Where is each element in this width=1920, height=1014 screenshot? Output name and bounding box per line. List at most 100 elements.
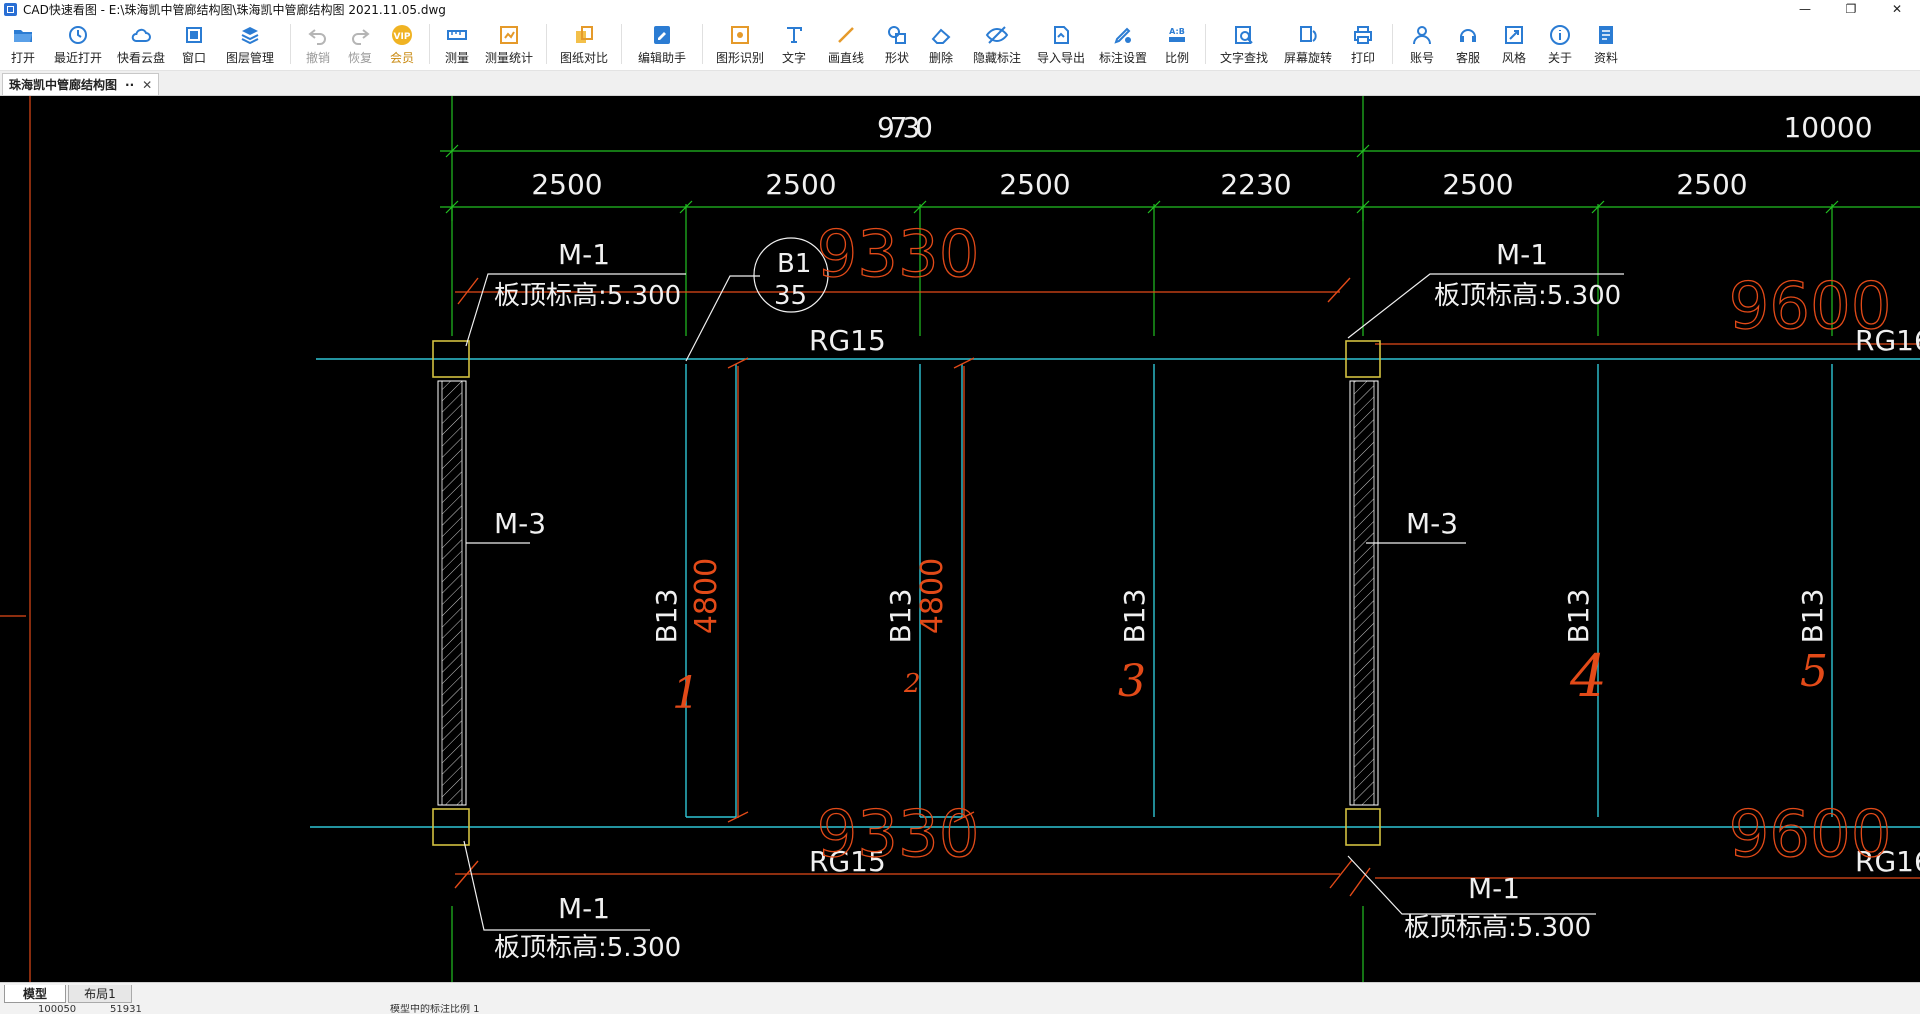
drawing-canvas[interactable]: 9730 10000 2500 2500 2500 2230 2500 2500 <box>0 96 1920 982</box>
status-coord-y: 51931 <box>110 1004 142 1014</box>
label-m1-top-left: M-1 <box>558 238 610 271</box>
toolbar-button-document[interactable]: 资料 <box>1583 18 1629 70</box>
doc-tab-pin[interactable]: ·· <box>125 77 135 92</box>
annotation-settings-icon <box>1114 27 1131 44</box>
main-toolbar: 打开最近打开快看云盘窗口 图层管理 撤销恢复 VIP 会员 测量测量统计图纸对比 编辑助手图… <box>0 18 1920 71</box>
toolbar-button-import-export[interactable]: 导入导出 <box>1031 18 1091 70</box>
toolbar-button-edit-assistant[interactable]: 编辑助手 <box>628 18 696 70</box>
headset-icon <box>1460 29 1476 42</box>
dim-2500-a: 2500 <box>531 168 602 201</box>
toolbar-button-shape[interactable]: 形状 <box>875 18 919 70</box>
vip-icon: VIP <box>392 25 412 45</box>
toolbar-label: 打印 <box>1350 51 1375 65</box>
red-4800-right: 4800 <box>915 558 950 634</box>
undo-icon <box>308 29 326 45</box>
document-tab-bar: 珠海凯中管廊结构图 ·· ✕ <box>0 71 1920 96</box>
toolbar-button-measure-stats[interactable]: 测量统计 <box>478 18 540 70</box>
red-4800-labels: 4800 4800 <box>689 558 950 634</box>
document-icon <box>1599 26 1613 44</box>
doc-tab-current[interactable]: 珠海凯中管廊结构图 ·· ✕ <box>2 73 160 95</box>
toolbar-label: 风格 <box>1501 51 1526 65</box>
toolbar-label: 账号 <box>1409 51 1434 65</box>
toolbar-label: 窗口 <box>181 51 206 65</box>
toolbar-label: 会员 <box>389 51 414 65</box>
toolbar-separator <box>1205 24 1206 64</box>
toolbar-button-line[interactable]: 画直线 <box>817 18 875 70</box>
toolbar-label: 恢复 <box>347 51 372 65</box>
toolbar-button-undo[interactable]: 撤销 <box>297 18 339 70</box>
red-cross-marks <box>454 277 1371 897</box>
measure-stats-icon <box>500 26 518 44</box>
style-icon <box>1505 26 1523 44</box>
toolbar-button-headset[interactable]: 客服 <box>1445 18 1491 70</box>
toolbar-button-user[interactable]: 账号 <box>1399 18 1445 70</box>
label-m1-bottom-left: M-1 <box>558 892 610 925</box>
toolbar-button-printer[interactable]: 打印 <box>1340 18 1386 70</box>
toolbar-label: 画直线 <box>827 51 864 65</box>
handwritten-1: 1 <box>672 668 700 719</box>
restore-button[interactable]: ❐ <box>1845 2 1857 16</box>
toolbar-label: 图形识别 <box>715 51 764 65</box>
toolbar-button-folder-open[interactable]: 打开 <box>0 18 46 70</box>
label-m3-left: M-3 <box>494 507 546 540</box>
toolbar-button-text-search[interactable]: 文字查找 <box>1212 18 1276 70</box>
walls <box>437 380 1379 806</box>
shape-icon <box>888 26 906 44</box>
toolbar-button-redo[interactable]: 恢复 <box>339 18 381 70</box>
toolbar-label: 图纸对比 <box>559 51 608 65</box>
toolbar-label: 图层管理 <box>225 51 274 65</box>
dim-2230: 2230 <box>1220 168 1291 201</box>
doc-tab-close-icon[interactable]: ✕ <box>142 77 153 92</box>
label-m3-right: M-3 <box>1406 507 1458 540</box>
line-icon <box>838 27 854 43</box>
toolbar-separator <box>429 24 430 64</box>
tab-layout1[interactable]: 布局1 <box>68 985 132 1003</box>
layers-icon <box>241 27 259 45</box>
svg-text:VIP: VIP <box>394 32 411 42</box>
toolbar-label: 关于 <box>1547 51 1572 65</box>
toolbar-button-info[interactable]: 关于 <box>1537 18 1583 70</box>
toolbar-button-layers[interactable]: 图层管理 <box>216 18 284 70</box>
dim-2500-d: 2500 <box>1442 168 1513 201</box>
toolbar-button-recent-clock[interactable]: 最近打开 <box>46 18 110 70</box>
toolbar-label: 屏幕旋转 <box>1283 51 1332 65</box>
toolbar-button-cloud[interactable]: 快看云盘 <box>110 18 172 70</box>
status-bar: 100050 51931 模型中的标注比例 1 <box>0 1004 1920 1014</box>
folder-open-icon <box>14 30 32 42</box>
label-b13-3: B13 <box>1118 589 1151 644</box>
toolbar-label: 文字查找 <box>1219 51 1268 65</box>
toolbar-label: 隐藏标注 <box>972 51 1021 65</box>
window-controls: — ❐ ✕ <box>1782 0 1920 18</box>
minimize-button[interactable]: — <box>1799 2 1811 16</box>
tab-model[interactable]: 模型 <box>4 985 66 1003</box>
red-9600-top: 9600 <box>1729 270 1892 344</box>
label-rg16-bottom: RG16 <box>1855 845 1920 878</box>
toolbar-button-measure[interactable]: 测量 <box>436 18 478 70</box>
toolbar-button-vip[interactable]: VIP 会员 <box>381 18 423 70</box>
toolbar-button-window[interactable]: 窗口 <box>172 18 216 70</box>
label-b13-2: B13 <box>884 589 917 644</box>
toolbar-button-compare[interactable]: 图纸对比 <box>553 18 615 70</box>
red-reference-lines <box>455 291 1920 879</box>
cad-drawing[interactable]: 9730 10000 2500 2500 2500 2230 2500 2500 <box>0 96 1920 982</box>
toolbar-button-annotation-settings[interactable]: 标注设置 <box>1091 18 1155 70</box>
toolbar-button-shape-recognize[interactable]: 图形识别 <box>709 18 771 70</box>
status-coord-x: 100050 <box>38 1004 77 1014</box>
toolbar-button-hide-eye[interactable]: 隐藏标注 <box>963 18 1031 70</box>
label-b13-4: B13 <box>1562 589 1595 644</box>
label-b13-5: B13 <box>1796 589 1829 644</box>
toolbar-label: 打开 <box>10 51 35 65</box>
red-dimension-4800 <box>727 357 975 823</box>
toolbar-button-text[interactable]: 文字 <box>771 18 817 70</box>
hide-eye-icon <box>985 26 1009 44</box>
dim-10000: 10000 <box>1783 111 1872 144</box>
close-button[interactable]: ✕ <box>1891 2 1903 16</box>
toolbar-button-style[interactable]: 风格 <box>1491 18 1537 70</box>
toolbar-label: 导入导出 <box>1036 51 1085 65</box>
toolbar-button-eraser[interactable]: 删除 <box>919 18 963 70</box>
drawing-labels: M-1 板顶标高:5.300 M-1 板顶标高:5.300 M-1 板顶标高:5… <box>494 238 1920 963</box>
red-9330-top: 9330 <box>817 218 980 292</box>
toolbar-button-rotate-screen[interactable]: 屏幕旋转 <box>1276 18 1340 70</box>
toolbar-label: 形状 <box>884 51 909 65</box>
